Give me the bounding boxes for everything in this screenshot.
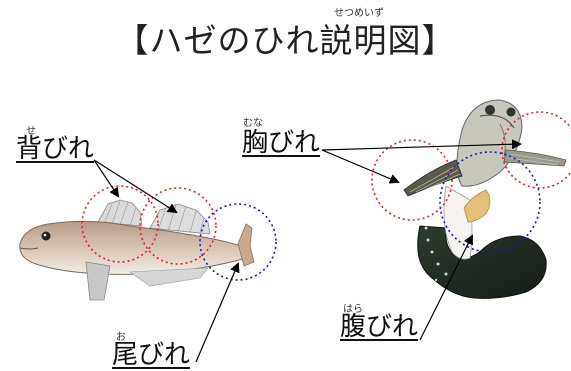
left-goby-eye <box>41 231 51 241</box>
pectoral-fin-circle-1 <box>371 139 453 221</box>
right-goby-eye <box>485 105 495 115</box>
dorsal-fin-label: 背びれ <box>16 134 95 164</box>
ventral-fin-circle <box>439 151 541 253</box>
right-goby-tail <box>417 225 547 299</box>
caudal-fin-label: 尾びれ <box>112 340 191 370</box>
right-ventral-fin <box>463 189 491 223</box>
right-goby-illustration <box>403 99 567 299</box>
left-goby-illustration <box>19 199 255 301</box>
dorsal-fin-circle-1 <box>81 185 159 263</box>
dorsal-ruby: せ <box>26 126 36 137</box>
pectoral-arrow-2 <box>321 139 522 151</box>
ventral-ruby: はら <box>343 304 363 315</box>
left-dorsal-fin-front <box>97 199 143 227</box>
dorsal-arrow-1 <box>93 159 120 198</box>
pectoral-fin-label: 胸びれ <box>242 128 321 158</box>
left-caudal-fin <box>237 223 255 267</box>
pectoral-arrow-1 <box>321 149 400 184</box>
title-ruby: せつめいず <box>334 8 384 19</box>
ventral-arrow <box>419 234 473 341</box>
left-goby-body <box>19 220 247 275</box>
page-title: 【ハゼのひれ説明図】 <box>115 21 456 60</box>
left-anal-fin <box>129 267 209 287</box>
dorsal-arrow-2 <box>93 159 178 214</box>
dorsal-fin-circle-2 <box>139 187 217 265</box>
caudal-arrow <box>195 262 240 363</box>
left-pectoral-fin <box>85 261 111 301</box>
pectoral-ruby: むな <box>243 118 263 129</box>
caudal-fin-circle <box>199 203 277 281</box>
caudal-ruby: お <box>116 332 126 343</box>
ventral-fin-label: 腹びれ <box>340 312 419 342</box>
